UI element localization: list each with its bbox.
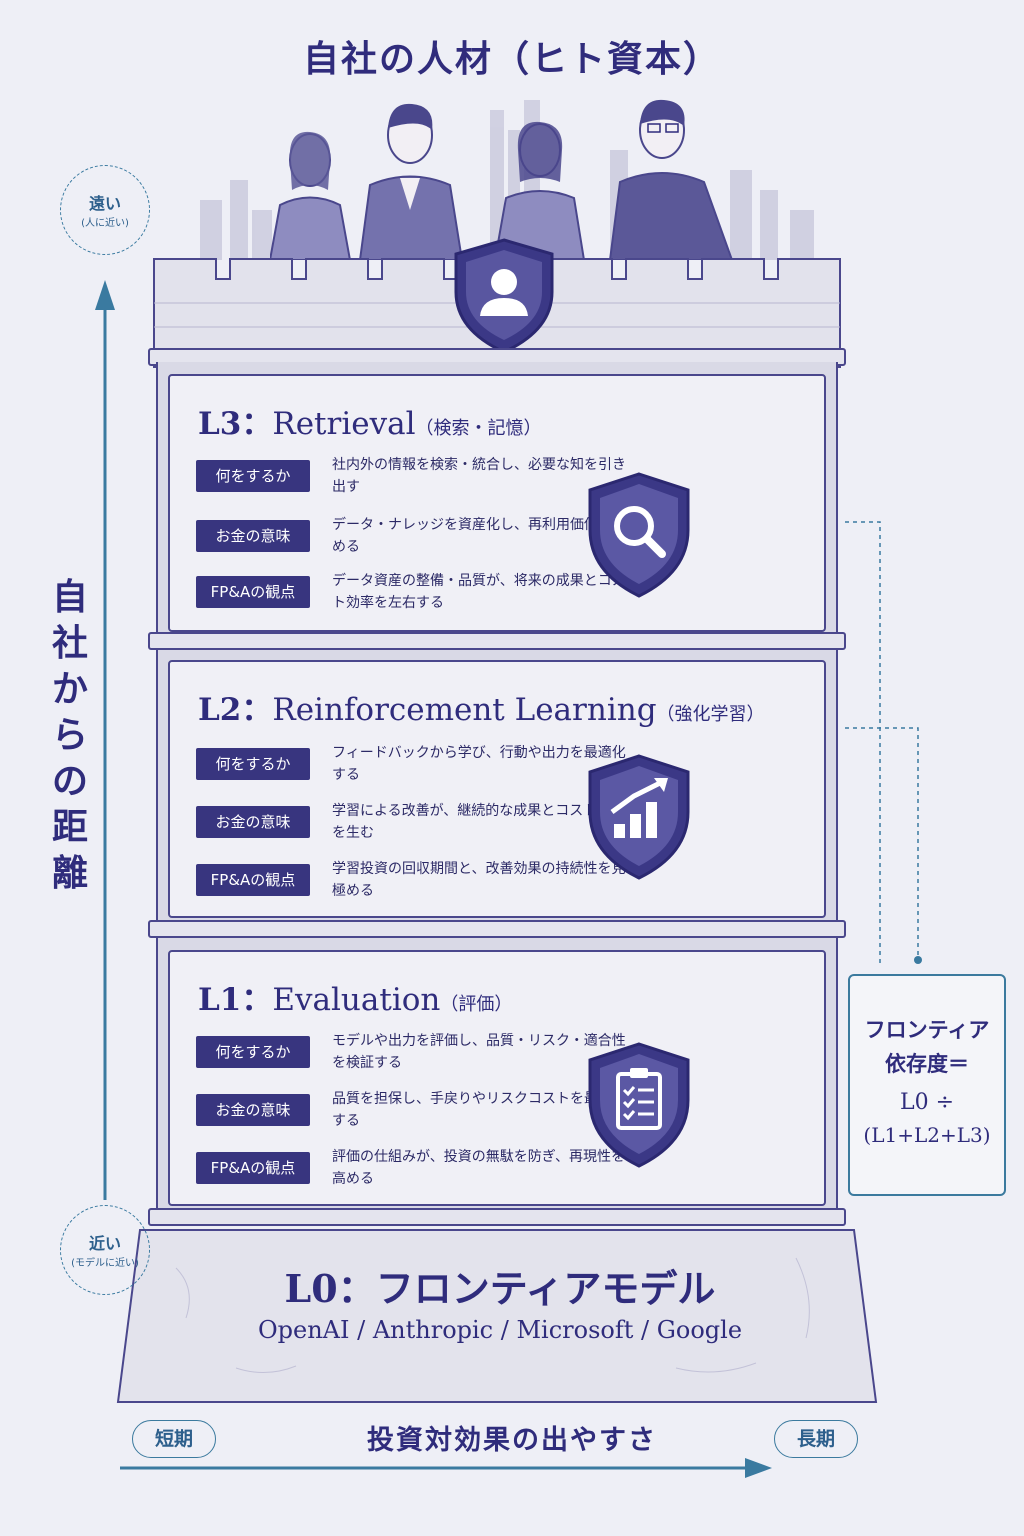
tag-label: 何をするか — [196, 1036, 310, 1068]
tag-label: お金の意味 — [196, 520, 310, 552]
frontier-dependency-note: フロンティア 依存度＝ L0 ÷ (L1+L2+L3) — [848, 974, 1006, 1196]
person-woman-1 — [270, 131, 352, 260]
axis-top-circle: 遠い (人に近い) — [60, 165, 150, 255]
row-description: 品質を担保し、手戻りやリスクコストを最小化する — [332, 1091, 626, 1129]
tag-label: 何をするか — [196, 748, 310, 780]
row-what: 何をするか モデルや出力を評価し、品質・リスク・適合性を検証する — [196, 1030, 626, 1074]
axis-bottom-main: 近い — [88, 1234, 121, 1253]
search-icon — [588, 472, 690, 598]
short-term-pill: 短期 — [132, 1420, 216, 1458]
row-description: データ資産の整備・品質が、将来の成果とコスト効率を左右する — [332, 573, 626, 611]
layer-title: L2：Reinforcement Learning（強化学習） — [198, 684, 765, 729]
layer-name: Reinforcement Learning — [272, 692, 657, 728]
note-line-4: (L1+L2+L3) — [863, 1123, 991, 1147]
layer-panel-l1: L1：Evaluation（評価） 何をするか モデルや出力を評価し、品質・リス… — [168, 950, 826, 1206]
layer-level: L3： — [198, 406, 273, 442]
base-title: L0：フロンティアモデル — [284, 1266, 716, 1311]
layer-panel-l3: L3：Retrieval（検索・記憶） 何をするか 社内外の情報を検索・統合し、… — [168, 374, 826, 632]
note-line-1: フロンティア — [864, 1018, 990, 1042]
row-fpa: FP&Aの観点 評価の仕組みが、投資の無駄を防ぎ、再現性を高める — [196, 1146, 625, 1190]
axis-top-sub: (人に近い) — [81, 218, 129, 229]
row-fpa: FP&Aの観点 データ資産の整備・品質が、将来の成果とコスト効率を左右する — [196, 570, 626, 614]
axis-bottom-circle: 近い (モデルに近い) — [60, 1205, 150, 1295]
layer-title: L1：Evaluation（評価） — [198, 974, 512, 1019]
row-what: 何をするか フィードバックから学び、行動や出力を最適化する — [196, 742, 626, 786]
axis-top-main: 遠い — [88, 194, 121, 213]
tag-label: お金の意味 — [196, 806, 310, 838]
row-description: 学習による改善が、継続的な成果とコスト削減を生む — [332, 803, 626, 841]
people-illustration — [270, 99, 734, 260]
row-description: モデルや出力を評価し、品質・リスク・適合性を検証する — [332, 1033, 626, 1071]
layer-subtitle: （検索・記憶） — [415, 418, 542, 439]
layer-level: L1： — [198, 982, 273, 1018]
tag-label: FP&Aの観点 — [196, 1152, 310, 1184]
row-money: お金の意味 学習による改善が、継続的な成果とコスト削減を生む — [196, 800, 625, 844]
row-description: 評価の仕組みが、投資の無駄を防ぎ、再現性を高める — [332, 1149, 626, 1187]
tag-label: お金の意味 — [196, 1094, 310, 1126]
person-woman-2 — [493, 121, 586, 260]
person-man-2 — [608, 99, 734, 260]
floor-bar — [148, 632, 846, 650]
long-term-pill: 長期 — [774, 1420, 858, 1458]
growth-chart-icon — [588, 754, 690, 880]
layer-level: L2： — [198, 692, 273, 728]
layer-title: L3：Retrieval（検索・記憶） — [198, 398, 542, 443]
clipboard-check-icon — [588, 1042, 690, 1168]
row-description: 学習投資の回収期間と、改善効果の持続性を見極める — [332, 861, 626, 899]
layer-name: Evaluation — [272, 982, 441, 1018]
horizontal-axis-label: 投資対効果の出やすさ — [367, 1425, 657, 1456]
row-fpa: FP&Aの観点 学習投資の回収期間と、改善効果の持続性を見極める — [196, 858, 625, 902]
axis-bottom-sub: (モデルに近い) — [71, 1258, 139, 1269]
person-man-1 — [358, 103, 464, 260]
tag-label: FP&Aの観点 — [196, 576, 310, 608]
row-money: お金の意味 品質を担保し、手戻りやリスクコストを最小化する — [196, 1088, 626, 1132]
row-description: フィードバックから学び、行動や出力を最適化する — [332, 745, 626, 783]
row-money: お金の意味 データ・ナレッジを資産化し、再利用価値を高める — [196, 514, 626, 558]
layer-panel-l2: L2：Reinforcement Learning（強化学習） 何をするか フィ… — [168, 660, 826, 918]
floor-bar — [148, 1208, 846, 1226]
layer-subtitle: （評価） — [440, 994, 513, 1015]
page-title: 自社の人材（ヒト資本） — [302, 39, 721, 80]
base-providers: OpenAI / Anthropic / Microsoft / Google — [257, 1316, 743, 1344]
vertical-axis-label: 自社からの距離 — [51, 577, 88, 894]
floor-bar — [148, 920, 846, 938]
tower-base — [116, 1229, 878, 1403]
tag-label: FP&Aの観点 — [196, 864, 310, 896]
row-description: 社内外の情報を検索・統合し、必要な知を引き出す — [332, 457, 626, 495]
note-line-3: L0 ÷ — [899, 1090, 955, 1115]
layer-name: Retrieval — [272, 406, 416, 442]
row-what: 何をするか 社内外の情報を検索・統合し、必要な知を引き出す — [196, 454, 626, 498]
note-line-2: 依存度＝ — [885, 1052, 969, 1076]
people-shield-icon — [454, 238, 554, 354]
layer-subtitle: （強化学習） — [656, 704, 765, 725]
tag-label: 何をするか — [196, 460, 310, 492]
row-description: データ・ナレッジを資産化し、再利用価値を高める — [332, 517, 626, 555]
